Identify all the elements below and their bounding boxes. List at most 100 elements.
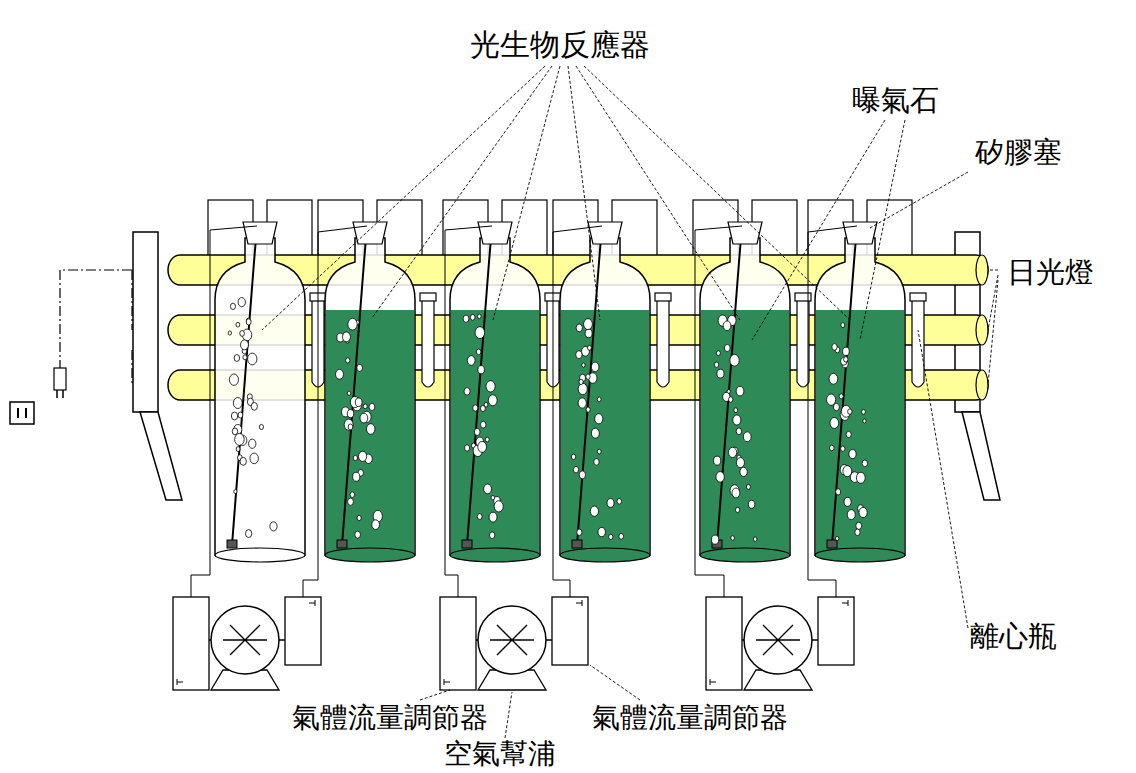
leader-line — [860, 120, 905, 340]
air-bubble — [474, 428, 480, 435]
aeration-tube — [577, 226, 602, 545]
air-bubble — [862, 460, 867, 467]
algae-culture — [816, 310, 904, 554]
air-bubble — [587, 345, 591, 350]
air-bubble — [839, 394, 843, 399]
air-bubble — [238, 412, 243, 418]
part-label: 曝氣石 — [852, 84, 939, 117]
air-line — [695, 226, 742, 597]
air-bubble — [372, 520, 380, 530]
air-bubble — [577, 529, 582, 536]
regulator-scale — [444, 679, 450, 685]
flow-regulator — [440, 597, 476, 690]
plug — [54, 368, 66, 390]
air-bubble — [586, 407, 590, 412]
air-bubble — [478, 366, 485, 374]
flow-regulator — [285, 597, 321, 665]
air-bubble — [579, 471, 585, 479]
centrifuge-tube — [912, 300, 924, 387]
tube-cap — [655, 293, 671, 301]
air-line — [303, 226, 367, 597]
air-bubble — [251, 402, 257, 410]
outlet-slots — [18, 408, 26, 418]
bottle-bottom — [700, 548, 790, 562]
tube-end — [976, 370, 988, 400]
air-bubble — [714, 362, 718, 367]
air-bubble — [357, 515, 361, 520]
aeration-stone — [337, 540, 347, 548]
air-bubble — [731, 536, 735, 541]
air-bubble — [862, 409, 866, 414]
bottle-bottom — [325, 548, 415, 562]
air-bubble — [830, 417, 839, 428]
tube-end — [976, 315, 988, 345]
leader-line — [584, 66, 850, 320]
air-bubble — [717, 369, 724, 378]
air-bubble — [369, 403, 375, 410]
air-bubble — [591, 362, 599, 372]
air-bubble — [841, 446, 845, 451]
air-bubble — [711, 535, 718, 544]
air-bubble — [246, 319, 251, 325]
flow-regulator — [818, 597, 854, 665]
air-bubble — [848, 409, 852, 414]
air-bubble — [470, 314, 475, 320]
air-bubble — [236, 447, 240, 452]
leader-line — [568, 66, 600, 320]
air-bubble — [586, 374, 590, 379]
air-bubble — [473, 405, 478, 411]
air-bubble — [734, 408, 738, 413]
air-bubble — [248, 353, 257, 365]
reactor-bottle — [560, 238, 650, 555]
aeration-tube — [342, 226, 367, 545]
air-bubble — [598, 527, 605, 536]
algae-culture — [701, 310, 789, 554]
air-bubble — [357, 364, 363, 371]
aeration-stone — [227, 540, 237, 548]
air-bubble — [716, 351, 720, 356]
air-bubble — [716, 472, 724, 483]
air-bubble — [847, 510, 855, 520]
air-bubble — [230, 303, 235, 309]
air-bubble — [481, 421, 486, 428]
air-bubble — [359, 451, 367, 461]
air-bubble — [609, 534, 613, 539]
air-bubble — [743, 432, 751, 442]
leader-line — [752, 120, 885, 340]
air-bubble — [841, 357, 847, 365]
reactor-bottle — [215, 238, 305, 555]
air-bubble — [233, 398, 242, 409]
plug-pins — [57, 390, 63, 398]
stand-foot — [140, 412, 182, 500]
stand-foot — [962, 412, 1000, 500]
air-bubble — [856, 472, 865, 483]
pump-hose — [476, 639, 552, 640]
air-bubble — [355, 398, 362, 406]
leader-line — [988, 280, 998, 385]
air-bubble — [353, 455, 357, 460]
air-bubble — [229, 374, 238, 385]
algae-culture — [326, 310, 414, 554]
flow-regulator — [173, 597, 209, 690]
air-bubble — [467, 356, 475, 366]
tube-cap — [910, 293, 926, 301]
bottle-bottom — [560, 548, 650, 562]
air-bubble — [347, 391, 350, 395]
air-bubble — [832, 344, 837, 351]
air-bubble — [344, 419, 353, 430]
air-bubble — [240, 457, 246, 465]
air-bubble — [578, 383, 587, 394]
air-bubble — [243, 355, 247, 360]
part-label: 離心瓶 — [970, 620, 1057, 653]
silicone-stopper — [478, 222, 512, 244]
air-bubble — [494, 501, 503, 512]
outlet — [10, 402, 34, 424]
reactor-bottle — [815, 238, 905, 555]
air-bubble — [235, 433, 245, 445]
regulator-scale — [710, 679, 716, 685]
aeration-stone — [462, 540, 472, 548]
pump-hose — [209, 639, 285, 640]
air-pump — [478, 606, 546, 674]
reactor-bottle — [325, 238, 415, 555]
air-bubble — [736, 386, 744, 396]
